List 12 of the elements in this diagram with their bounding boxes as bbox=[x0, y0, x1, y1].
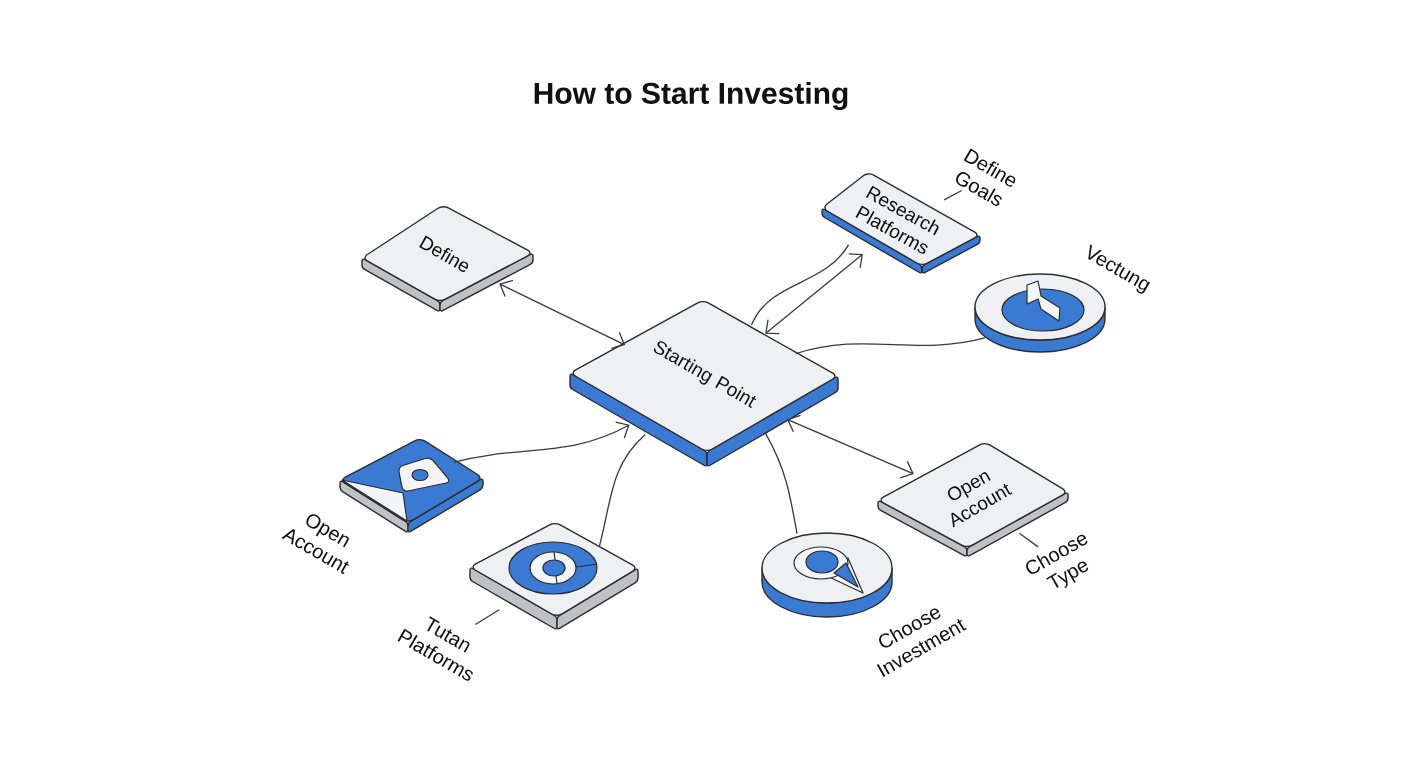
connector-line bbox=[795, 337, 986, 355]
leader-line bbox=[474, 609, 500, 626]
arrow bbox=[765, 253, 863, 335]
arrow bbox=[453, 421, 630, 464]
connector-line bbox=[750, 244, 850, 326]
title: How to Start Investing bbox=[534, 81, 848, 111]
leader-line bbox=[1018, 532, 1039, 548]
connector-line bbox=[764, 432, 798, 535]
connector-line bbox=[598, 434, 646, 548]
arrow bbox=[786, 414, 914, 479]
leader-line bbox=[943, 189, 963, 201]
arrow bbox=[499, 279, 626, 350]
